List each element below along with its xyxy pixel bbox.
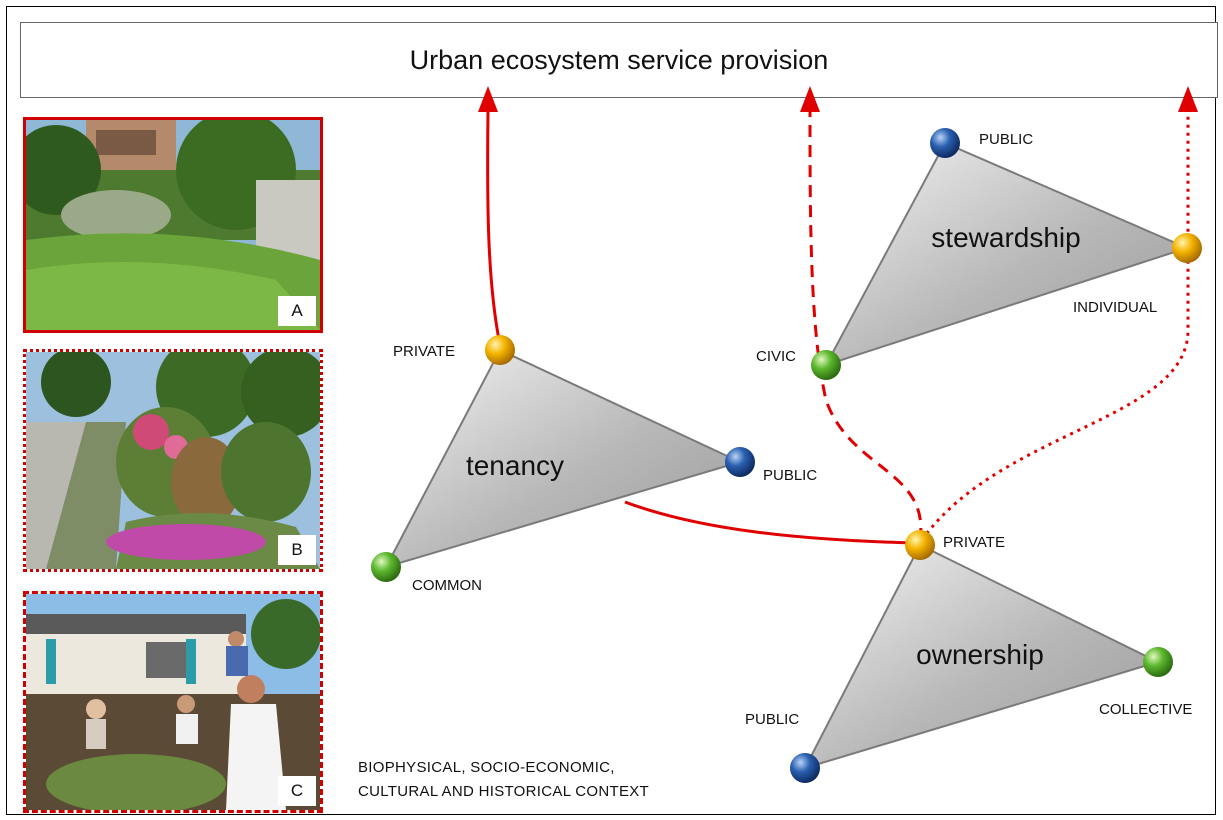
lawn-photo bbox=[26, 120, 320, 330]
context-line-1: BIOPHYSICAL, SOCIO-ECONOMIC, bbox=[358, 759, 615, 776]
photo-c: C bbox=[23, 591, 323, 813]
photo-b-label: B bbox=[278, 535, 316, 565]
photo-a-label: A bbox=[278, 296, 316, 326]
banner-title: Urban ecosystem service provision bbox=[20, 22, 1218, 98]
photo-b: B bbox=[23, 349, 323, 572]
garden-photo bbox=[26, 352, 320, 569]
diagram-frame bbox=[6, 6, 1216, 815]
context-note: BIOPHYSICAL, SOCIO-ECONOMIC, CULTURAL AN… bbox=[358, 756, 649, 804]
photo-c-label: C bbox=[278, 776, 316, 806]
community-garden-photo bbox=[26, 594, 320, 810]
photo-a: A bbox=[23, 117, 323, 333]
context-line-2: CULTURAL AND HISTORICAL CONTEXT bbox=[358, 783, 650, 800]
